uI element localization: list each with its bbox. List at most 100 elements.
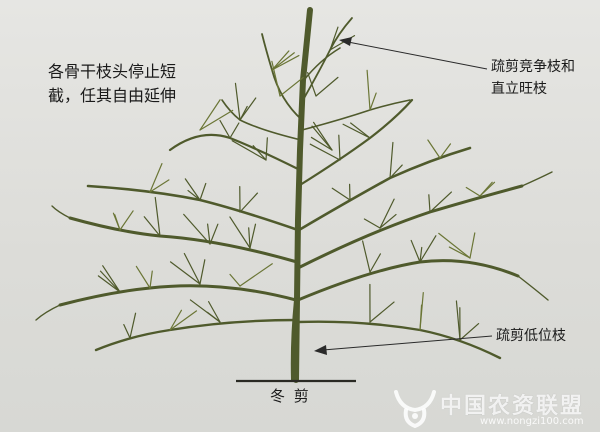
label-competing-line-2: 直立旺枝	[491, 81, 547, 97]
twig	[429, 191, 452, 213]
twig	[169, 310, 198, 331]
twig	[379, 198, 395, 229]
twig	[102, 265, 121, 293]
scaffold-right-mid-tip	[521, 171, 553, 187]
twig	[315, 76, 339, 97]
arrow-competing-line	[347, 41, 488, 70]
twig	[448, 246, 471, 259]
twig	[312, 121, 333, 151]
twig	[362, 240, 371, 273]
twig	[389, 164, 403, 179]
twig	[234, 82, 241, 121]
twig	[379, 213, 397, 229]
twig	[338, 134, 341, 161]
crown-right-3	[301, 99, 411, 131]
scaffold-left-low	[58, 284, 298, 307]
twig	[207, 301, 221, 323]
twig	[249, 223, 257, 249]
twig	[183, 252, 201, 285]
twig	[184, 178, 201, 201]
scaffold-left-bottom	[94, 318, 299, 352]
twig	[271, 54, 300, 71]
arrow-competing-head	[339, 37, 352, 46]
tree-branches	[35, 7, 553, 383]
twig	[369, 92, 377, 111]
twig	[309, 143, 341, 161]
twig	[207, 223, 211, 245]
twig	[149, 179, 170, 193]
twig	[143, 216, 161, 237]
scaffold-right-low-tip	[517, 275, 549, 301]
label-thin-competing-branches: 疏剪竞争枝和 直立旺枝	[491, 56, 575, 100]
twig	[419, 304, 423, 331]
twig	[154, 196, 161, 237]
twig	[209, 223, 219, 245]
crown-right-2	[303, 47, 341, 81]
twig	[271, 50, 290, 71]
twig	[183, 213, 211, 245]
twig	[366, 69, 371, 111]
watermark-logo-icon	[394, 390, 436, 429]
twig	[199, 259, 206, 285]
twig	[329, 26, 339, 51]
twig	[439, 143, 452, 159]
twig	[149, 270, 153, 289]
crown-left-1	[261, 33, 303, 121]
twig	[350, 122, 371, 139]
scaffold-left-low-tip	[35, 304, 61, 321]
twig	[331, 187, 351, 201]
tree-trunk	[293, 7, 313, 383]
twig	[239, 105, 248, 121]
scaffold-left-top	[168, 133, 302, 172]
pruning-note-topleft: 各骨干枝头停止短 截，任其自由延伸	[48, 60, 176, 108]
twig	[135, 265, 151, 289]
twig	[123, 323, 131, 339]
twig	[310, 136, 333, 151]
twig	[271, 52, 295, 71]
twig	[129, 312, 137, 339]
twig	[369, 301, 395, 323]
twig	[459, 323, 480, 341]
twig	[239, 263, 273, 287]
arrow-low-head	[314, 345, 327, 355]
arrow-low-line	[322, 335, 493, 351]
twig	[427, 139, 441, 159]
twig	[169, 309, 183, 331]
label-thin-low-branches: 疏剪低位枝	[496, 328, 566, 344]
twig	[231, 140, 267, 161]
twig	[114, 214, 121, 231]
scaffold-right-bottom	[296, 320, 502, 360]
twig	[97, 275, 121, 293]
twig	[229, 273, 241, 287]
twig	[99, 270, 121, 293]
caption-winter-pruning: 冬 剪	[270, 387, 311, 405]
twig	[419, 246, 423, 263]
twig	[419, 235, 437, 263]
twig	[410, 239, 421, 263]
twig	[465, 186, 481, 197]
twig	[119, 210, 134, 231]
scaffold-left-upper	[86, 184, 300, 232]
twig	[389, 141, 394, 179]
label-competing-line-1: 疏剪竞争枝和	[491, 59, 575, 75]
twig	[206, 311, 221, 323]
twig	[199, 109, 234, 131]
scaffold-right-mid	[296, 184, 524, 270]
twig	[265, 137, 268, 161]
twig	[239, 192, 259, 213]
twig	[187, 189, 201, 201]
twig	[252, 145, 267, 161]
twig	[169, 261, 201, 285]
twig	[438, 232, 471, 259]
twig	[428, 194, 431, 213]
twig	[363, 218, 381, 229]
twig	[149, 162, 163, 193]
twig	[479, 181, 493, 197]
twig	[307, 72, 317, 97]
twig	[199, 99, 221, 131]
scaffold-right-low	[296, 259, 520, 302]
watermark-text: 中国农资联盟	[440, 394, 585, 419]
twig	[469, 232, 476, 259]
